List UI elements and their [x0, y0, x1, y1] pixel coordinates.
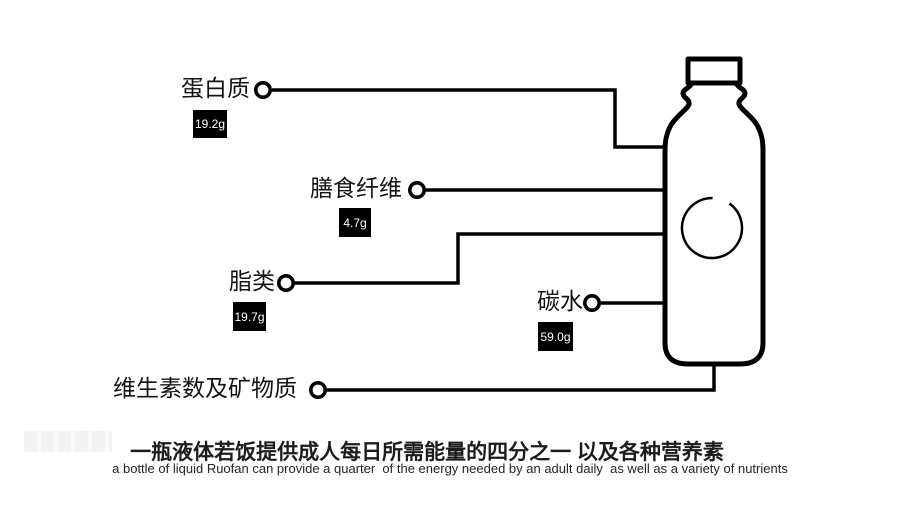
watermark — [24, 431, 112, 452]
nutrient-value-lipids: 19.7g — [233, 302, 266, 331]
callout-line-protein — [272, 88, 664, 149]
nutrient-value-dietary-fiber: 4.7g — [339, 208, 371, 237]
callout-marker-protein — [254, 81, 273, 100]
bottle-circle-logo-icon — [680, 196, 744, 260]
callout-line-vitamins-minerals — [327, 360, 716, 392]
callout-marker-carbohydrate — [582, 293, 601, 312]
callout-marker-dietary-fiber — [407, 181, 426, 200]
caption-english: a bottle of liquid Ruofan can provide a … — [112, 461, 788, 476]
nutrient-label-vitamins-minerals: 维生素数及矿物质 — [113, 375, 297, 401]
nutrient-label-lipids: 脂类 — [229, 268, 275, 294]
caption-chinese: 一瓶液体若饭提供成人每日所需能量的四分之一 以及各种营养素 — [130, 441, 724, 464]
nutrient-value-protein: 19.2g — [193, 110, 227, 138]
nutrient-label-carbohydrate: 碳水 — [537, 288, 583, 314]
bottle-outline — [662, 81, 766, 367]
bottle-cap — [685, 56, 743, 86]
nutrient-value-carbohydrate: 59.0g — [538, 322, 573, 351]
callout-marker-vitamins-minerals — [308, 380, 327, 399]
callout-line-lipids — [295, 232, 664, 285]
nutrient-label-protein: 蛋白质 — [181, 75, 250, 101]
callout-marker-lipids — [276, 273, 295, 292]
nutrient-label-dietary-fiber: 膳食纤维 — [310, 175, 402, 201]
